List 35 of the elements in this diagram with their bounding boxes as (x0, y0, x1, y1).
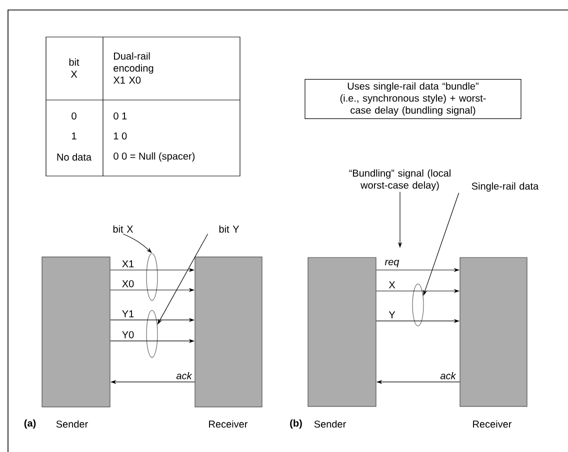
block-caption: Sender (56, 420, 88, 428)
edge-label: ack (176, 372, 192, 380)
table-cell: 0 1 (114, 112, 127, 120)
callout-text: bit Y (219, 225, 240, 233)
table-cell: 0 0 = Null (spacer) (114, 152, 195, 162)
signal-bundle-ellipse (146, 253, 158, 301)
table-cell: Dual-rail encoding X1 X0 (113, 52, 154, 84)
signal-bundle-ellipse (146, 310, 158, 358)
module-block (194, 256, 262, 408)
panel-label: (b) (290, 419, 302, 429)
module-block (308, 257, 376, 407)
table-cell: 0 (72, 112, 76, 120)
edge-label: ack (440, 372, 456, 380)
callout-text: bit X (113, 225, 134, 233)
module-block (460, 257, 528, 407)
block-caption: Receiver (209, 420, 248, 428)
callout-text: “Bundling” signal (local worst-case delay) (349, 169, 450, 191)
edge-label: X1 (122, 260, 134, 268)
module-block (42, 256, 110, 408)
table-cell: No data (57, 153, 92, 161)
edge-label: Y1 (122, 310, 134, 318)
table-cell: bit X (69, 58, 80, 78)
block-caption: Receiver (473, 420, 512, 428)
edge-label: req (384, 260, 400, 268)
signal-bundle-ellipse (412, 284, 424, 326)
callout-text: Single-rail data (472, 182, 539, 192)
edge-label: Y (388, 311, 396, 318)
block-caption: Sender (314, 420, 346, 428)
note-box: Uses single-rail data “bundle” (i.e., synchronous style) + worst-case delay (bundling signal) (304, 79, 522, 119)
edge-label: X0 (122, 280, 134, 288)
edge-label: Y0 (122, 331, 134, 338)
panel-label: (a) (24, 419, 36, 429)
table-cell: 1 0 (114, 132, 127, 140)
edge-label: X (388, 281, 396, 288)
table-cell: 1 (72, 132, 76, 140)
